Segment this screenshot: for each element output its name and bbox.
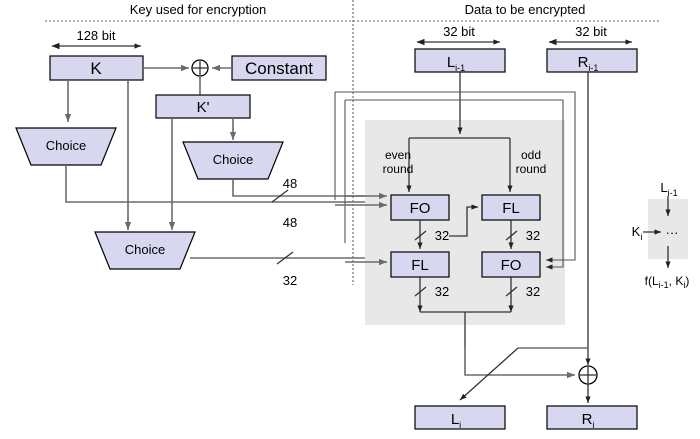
wire-choice1-bus-48 xyxy=(65,165,378,206)
width-label-32-c: 32 xyxy=(435,284,449,299)
function-box-FO-bottom xyxy=(481,251,541,278)
function-box-FO-top-label: FO xyxy=(410,200,431,217)
label-even-round-line1: even xyxy=(385,148,411,162)
choice-box-2-label: Choice xyxy=(213,152,253,167)
label-odd-round-line2: round xyxy=(516,162,547,176)
bus-slash-32 xyxy=(276,251,294,265)
legend-output-label: f(Li-1, Ki) xyxy=(645,274,690,290)
output-box-R-i xyxy=(546,405,638,430)
output-box-R-i-label: Ri xyxy=(582,411,595,430)
input-box-R-prev xyxy=(546,48,638,73)
dimension-label-L: 32 bit xyxy=(443,24,475,39)
choice-box-3 xyxy=(94,231,196,270)
slash-32-d xyxy=(505,286,518,297)
title-key-side: Key used for encryption xyxy=(130,2,267,17)
label-odd-round-line1: odd xyxy=(521,148,541,162)
wire-swap-diagonal-to-Li xyxy=(459,347,519,401)
kprime-box-label: K' xyxy=(197,99,210,116)
bus-slash-48-a xyxy=(271,189,289,203)
width-label-32-b: 32 xyxy=(526,228,540,243)
wire-feedback-outer xyxy=(335,91,576,263)
kprime-box xyxy=(155,94,251,119)
function-box-FO-top xyxy=(390,194,450,221)
choice-box-1-label: Choice xyxy=(46,138,86,153)
wire-feedback-inner xyxy=(345,99,564,270)
output-box-L-i xyxy=(414,405,506,430)
function-box-FL-top-label: FL xyxy=(502,200,520,217)
choice-box-1 xyxy=(15,127,117,166)
function-box-FL-top xyxy=(481,194,541,221)
choice-box-3-label: Choice xyxy=(125,242,165,257)
wire-hook-to-FLtop xyxy=(449,204,478,237)
output-box-L-i-label: Li xyxy=(451,411,461,430)
dimension-label-R: 32 bit xyxy=(575,24,607,39)
label-even-round-line2: round xyxy=(383,162,414,176)
slash-32-b xyxy=(505,230,518,241)
function-box-FO-bottom-label: FO xyxy=(501,257,522,274)
constant-box xyxy=(231,55,327,81)
width-label-32-a: 32 xyxy=(435,228,449,243)
constant-box-label: Constant xyxy=(245,59,313,78)
function-box-FL-bottom xyxy=(390,251,450,278)
legend-input-label: Li-1 xyxy=(660,180,677,198)
legend-ellipsis: ··· xyxy=(666,225,679,240)
title-data-side: Data to be encrypted xyxy=(465,2,586,17)
input-box-R-prev-label: Ri-1 xyxy=(578,54,599,73)
key-box-K-label: K xyxy=(90,59,102,78)
round-shade-region xyxy=(365,120,565,325)
width-label-32-d: 32 xyxy=(526,284,540,299)
slash-32-c xyxy=(414,286,427,297)
bus-label-32: 32 xyxy=(283,273,297,288)
choice-box-2 xyxy=(182,141,284,180)
wire-round-out-to-xor xyxy=(464,348,575,379)
dimension-label-128bit: 128 bit xyxy=(76,28,115,43)
slash-32-a xyxy=(414,230,427,241)
bus-label-48-top: 48 xyxy=(283,176,297,191)
legend-key-label: Ki xyxy=(632,224,643,242)
bus-label-48-bottom: 48 xyxy=(283,215,297,230)
wire-choice2-bus-48 xyxy=(232,179,378,200)
input-box-L-prev-label: Li-1 xyxy=(447,54,465,73)
function-box-FL-bottom-label: FL xyxy=(411,257,429,274)
